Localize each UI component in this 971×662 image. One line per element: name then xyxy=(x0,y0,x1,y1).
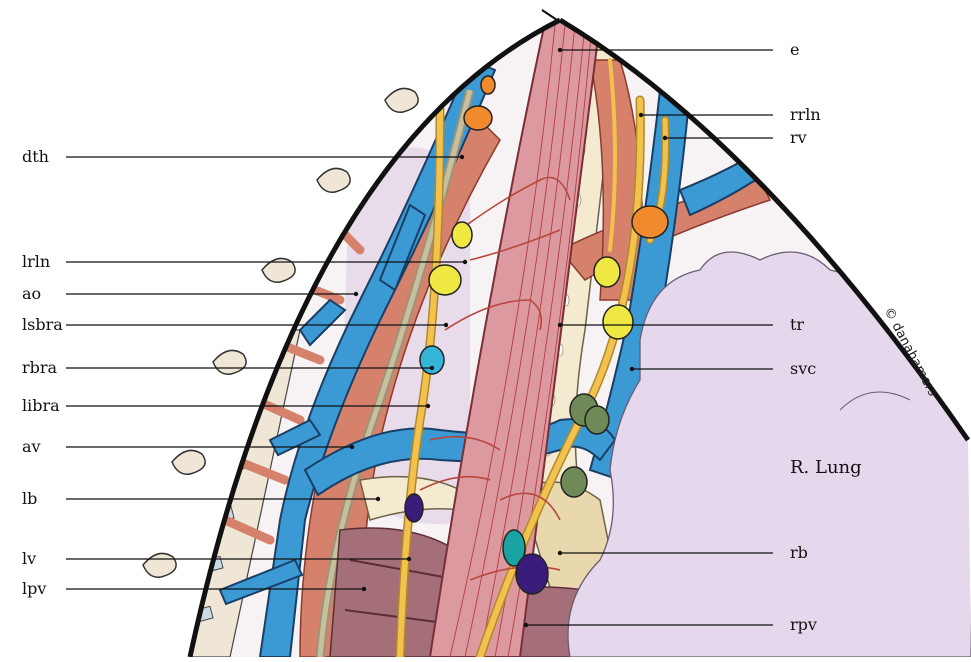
label-rrln: rrln xyxy=(790,105,821,124)
label-lrln: lrln xyxy=(22,252,50,271)
label-svc: svc xyxy=(790,359,816,378)
label-av: av xyxy=(22,437,41,456)
label-rpv: rpv xyxy=(790,615,817,634)
label-dth: dth xyxy=(22,147,49,166)
label-rbra: rbra xyxy=(22,358,58,377)
left-labels: dth lrln ao lsbra rbra libra av lb lv lp… xyxy=(22,147,63,598)
label-ao: ao xyxy=(22,284,41,303)
label-lsbra: lsbra xyxy=(22,315,63,334)
label-libra: libra xyxy=(22,396,60,415)
label-e: e xyxy=(790,40,799,59)
label-rv: rv xyxy=(790,128,807,147)
label-lv: lv xyxy=(22,549,36,568)
label-rb: rb xyxy=(790,543,808,562)
label-tr: tr xyxy=(790,315,804,334)
label-lpv: lpv xyxy=(22,579,46,598)
label-right-lung: R. Lung xyxy=(790,457,862,478)
label-lb: lb xyxy=(22,489,37,508)
